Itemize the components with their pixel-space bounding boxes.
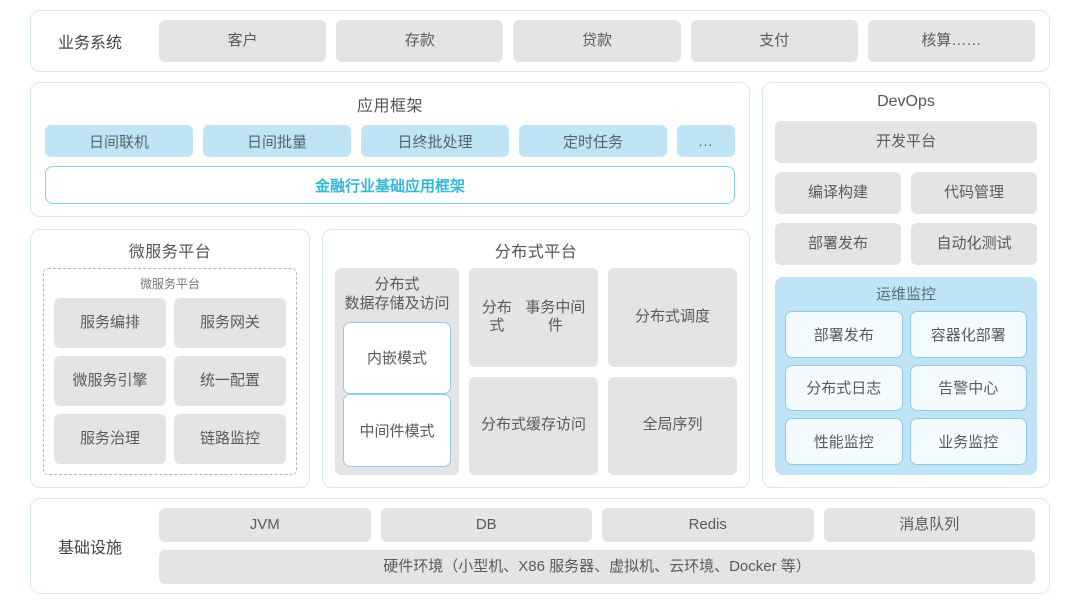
business-system-customer[interactable]: 客户 (159, 20, 327, 62)
distributed-item-transaction-middleware[interactable]: 分布式 事务中间件 (469, 268, 598, 367)
business-system-loan[interactable]: 贷款 (513, 20, 681, 62)
distributed-storage-mode-middleware[interactable]: 中间件模式 (343, 394, 451, 467)
distributed-storage-mode-embedded[interactable]: 内嵌模式 (343, 321, 451, 395)
devops-row-build: 编译构建 代码管理 (775, 172, 1037, 214)
devops-item-automated-testing[interactable]: 自动化测试 (911, 223, 1037, 265)
distributed-platform-panel: 分布式平台 分布式 数据存储及访问 内嵌模式 中间件模式 (322, 229, 750, 488)
business-system-deposit[interactable]: 存款 (336, 20, 504, 62)
ops-monitoring-group: 运维监控 部署发布 容器化部署 分布式日志 告警中心 性能监控 业务监控 (775, 277, 1037, 475)
distributed-item-2-line2: 缓存访问 (526, 416, 587, 434)
infrastructure-item-jvm[interactable]: JVM (159, 508, 371, 542)
app-framework-item-daytime-online[interactable]: 日间联机 (45, 125, 193, 157)
devops-row-deploy: 部署发布 自动化测试 (775, 223, 1037, 265)
app-framework-item-scheduled-task[interactable]: 定时任务 (519, 125, 667, 157)
microservice-item-trace-monitoring[interactable]: 链路监控 (174, 414, 286, 464)
app-framework-items: 日间联机 日间批量 日终批处理 定时任务 ... (45, 125, 735, 157)
microservice-item-service-governance[interactable]: 服务治理 (54, 414, 166, 464)
app-framework-item-eod-batch[interactable]: 日终批处理 (361, 125, 509, 157)
distributed-storage-title-line2: 数据存储及访问 (344, 294, 450, 312)
app-framework-item-more[interactable]: ... (677, 125, 735, 157)
microservice-platform-title: 微服务平台 (128, 244, 212, 261)
infrastructure-panel: 基础设施 JVM DB Redis 消息队列 硬件环境（小型机、X86 服务器、… (30, 498, 1050, 594)
ops-item-alert-center[interactable]: 告警中心 (909, 364, 1027, 412)
business-system-accounting[interactable]: 核算…… (867, 20, 1036, 62)
distributed-item-scheduling[interactable]: 分布式调度 (608, 268, 737, 367)
devops-panel: DevOps 开发平台 编译构建 代码管理 部署发布 自动化测试 运维监控 部署… (762, 82, 1050, 488)
middle-band: 应用框架 日间联机 日间批量 日终批处理 定时任务 ... 金融行业基础应用框架… (30, 82, 1050, 488)
business-system-payment[interactable]: 支付 (690, 20, 858, 62)
microservice-inner-group: 微服务平台 服务编排 服务网关 微服务引擎 统一配置 服务治理 链路监控 (43, 268, 297, 475)
ops-item-distributed-log[interactable]: 分布式日志 (785, 364, 903, 412)
distributed-storage-title: 分布式 数据存储及访问 (343, 276, 451, 314)
ops-item-deploy-release[interactable]: 部署发布 (785, 311, 903, 358)
devops-item-deploy-release[interactable]: 部署发布 (775, 223, 901, 265)
distributed-items-grid: 分布式 事务中间件 分布式调度 分布式 缓存访问 全局序列 (469, 268, 737, 475)
distributed-item-cache-access[interactable]: 分布式 缓存访问 (469, 376, 598, 475)
financial-base-framework-bar[interactable]: 金融行业基础应用框架 (45, 166, 735, 204)
app-framework-item-daytime-batch[interactable]: 日间批量 (203, 125, 351, 157)
ops-monitoring-grid: 部署发布 容器化部署 分布式日志 告警中心 性能监控 业务监控 (785, 311, 1027, 465)
microservice-platform-panel: 微服务平台 微服务平台 服务编排 服务网关 微服务引擎 统一配置 服务治理 链路… (30, 229, 310, 488)
infrastructure-label: 基础设施 (57, 540, 122, 557)
infrastructure-item-message-queue[interactable]: 消息队列 (823, 508, 1035, 542)
microservice-item-unified-config[interactable]: 统一配置 (174, 356, 286, 406)
app-framework-panel: 应用框架 日间联机 日间批量 日终批处理 定时任务 ... 金融行业基础应用框架 (30, 82, 750, 217)
distributed-storage-card[interactable]: 分布式 数据存储及访问 内嵌模式 中间件模式 (335, 268, 459, 475)
ops-monitoring-title: 运维监控 (875, 286, 936, 303)
devops-title: DevOps (877, 93, 935, 110)
infrastructure-item-db[interactable]: DB (380, 508, 592, 542)
microservice-item-microservice-engine[interactable]: 微服务引擎 (54, 356, 166, 406)
infrastructure-item-redis[interactable]: Redis (602, 508, 814, 542)
microservice-platform-sublabel: 微服务平台 (139, 277, 200, 291)
distributed-platform-body: 分布式 数据存储及访问 内嵌模式 中间件模式 分布式 事务中间件 分布式调度 (335, 268, 737, 475)
microservice-item-service-orchestration[interactable]: 服务编排 (54, 298, 166, 348)
ops-item-containerized-deploy[interactable]: 容器化部署 (909, 311, 1027, 358)
app-framework-title: 应用框架 (356, 98, 423, 115)
microservice-item-service-gateway[interactable]: 服务网关 (174, 298, 286, 348)
distributed-item-global-sequence[interactable]: 全局序列 (608, 376, 737, 475)
infrastructure-items-row: JVM DB Redis 消息队列 (159, 508, 1035, 542)
distributed-platform-title: 分布式平台 (494, 244, 578, 261)
lower-platforms: 微服务平台 微服务平台 服务编排 服务网关 微服务引擎 统一配置 服务治理 链路… (30, 229, 750, 488)
distributed-storage-title-line1: 分布式 (374, 276, 420, 293)
distributed-item-2-line1: 分布式 (480, 416, 526, 434)
infrastructure-hardware-environment[interactable]: 硬件环境（小型机、X86 服务器、虚拟机、云环境、Docker 等） (159, 550, 1035, 584)
devops-item-dev-platform[interactable]: 开发平台 (775, 121, 1037, 163)
distributed-item-0-line2: 事务中间件 (525, 298, 586, 335)
business-systems-tiles: 客户 存款 贷款 支付 核算…… (159, 20, 1036, 62)
distributed-item-0-line1: 分布式 (481, 298, 512, 335)
infrastructure-body: JVM DB Redis 消息队列 硬件环境（小型机、X86 服务器、虚拟机、云… (159, 508, 1035, 584)
business-systems-panel: 业务系统 客户 存款 贷款 支付 核算…… (30, 10, 1050, 72)
ops-item-performance-monitoring[interactable]: 性能监控 (785, 418, 903, 465)
devops-item-compile-build[interactable]: 编译构建 (775, 172, 901, 214)
platform-column: 应用框架 日间联机 日间批量 日终批处理 定时任务 ... 金融行业基础应用框架… (30, 82, 750, 488)
ops-item-business-monitoring[interactable]: 业务监控 (909, 418, 1027, 465)
devops-item-code-management[interactable]: 代码管理 (911, 172, 1037, 214)
business-systems-label: 业务系统 (57, 35, 122, 52)
microservice-items-grid: 服务编排 服务网关 微服务引擎 统一配置 服务治理 链路监控 (54, 298, 286, 464)
